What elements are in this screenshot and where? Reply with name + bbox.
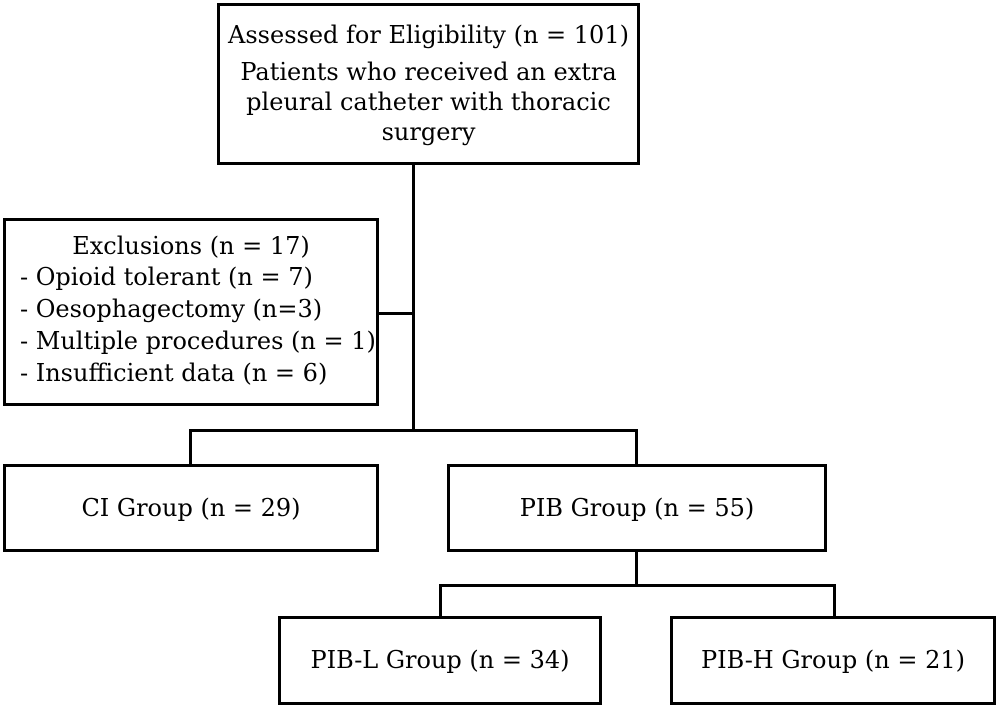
exclusions-list: - Opioid tolerant (n = 7) - Oesophagecto…	[20, 261, 376, 389]
connector-pib-down	[635, 552, 638, 586]
connector-to-pib-h	[833, 584, 836, 616]
connector-split-horizontal	[190, 429, 637, 432]
pib-h-group-box: PIB-H Group (n = 21)	[670, 616, 996, 705]
exclusion-item-multiple-procedures: - Multiple procedures (n = 1)	[20, 327, 376, 355]
pib-h-group-label: PIB-H Group (n = 21)	[700, 646, 965, 674]
connector-exclusions-branch	[379, 312, 414, 315]
ci-group-label: CI Group (n = 29)	[81, 493, 301, 522]
pib-l-group-box: PIB-L Group (n = 34)	[278, 616, 602, 705]
assessed-description: Patients who received an extra pleural c…	[240, 58, 617, 146]
ci-group-box: CI Group (n = 29)	[3, 464, 379, 552]
connector-assessed-down	[412, 165, 415, 431]
assessed-title: Assessed for Eligibility (n = 101)	[228, 21, 629, 49]
exclusion-item-oesophagectomy: - Oesophagectomy (n=3)	[20, 295, 323, 323]
exclusion-item-opioid-tolerant: - Opioid tolerant (n = 7)	[20, 263, 313, 291]
connector-to-pib	[635, 429, 638, 464]
exclusions-title: Exclusions (n = 17)	[72, 232, 310, 260]
pib-group-label: PIB Group (n = 55)	[519, 493, 755, 522]
pib-l-group-label: PIB-L Group (n = 34)	[310, 646, 570, 674]
connector-to-pib-l	[439, 584, 442, 616]
exclusion-item-insufficient-data: - Insufficient data (n = 6)	[20, 359, 328, 387]
exclusions-box: Exclusions (n = 17) - Opioid tolerant (n…	[3, 218, 379, 406]
pib-group-box: PIB Group (n = 55)	[447, 464, 827, 552]
connector-pib-split-horizontal	[439, 584, 836, 587]
assessed-eligibility-box: Assessed for Eligibility (n = 101) Patie…	[217, 3, 640, 165]
connector-to-ci	[189, 429, 192, 464]
